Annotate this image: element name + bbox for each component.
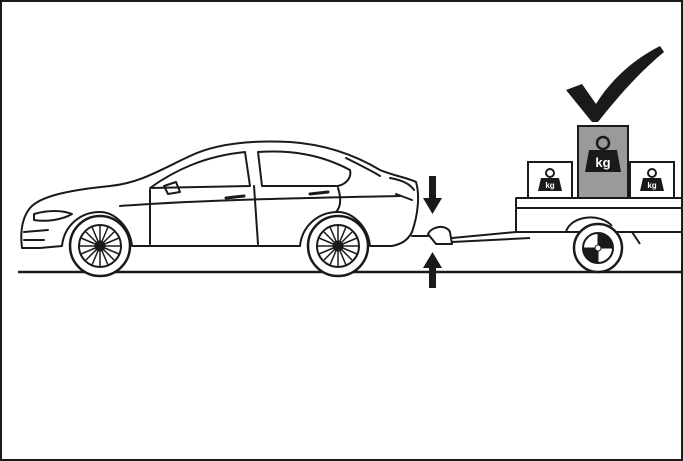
weight-label-right: kg bbox=[647, 181, 656, 190]
wheel-arch bbox=[565, 216, 613, 233]
car-front-wheel bbox=[68, 214, 132, 278]
trailer-rear-stand bbox=[631, 231, 641, 245]
front-grille bbox=[23, 229, 49, 241]
front-door-handle bbox=[224, 194, 246, 200]
rear-window bbox=[257, 150, 352, 187]
weight-icon bbox=[640, 168, 664, 191]
weight-label-left: kg bbox=[545, 181, 554, 190]
rear-windshield bbox=[345, 157, 381, 177]
cargo-box-center bbox=[577, 125, 629, 199]
car-rear-wheel bbox=[306, 214, 370, 278]
weight-icon-large bbox=[585, 135, 621, 172]
up-arrow-icon bbox=[423, 252, 442, 288]
weight-icon bbox=[538, 168, 562, 191]
cargo-box-left bbox=[527, 161, 573, 199]
side-crease bbox=[119, 195, 401, 207]
door-split bbox=[253, 185, 259, 245]
trailer-wheel bbox=[572, 222, 624, 274]
rear-door-handle bbox=[308, 190, 330, 196]
trailer bbox=[427, 197, 683, 245]
cargo-box-right bbox=[629, 161, 675, 199]
car bbox=[20, 140, 443, 249]
side-mirror bbox=[163, 181, 181, 195]
checkmark-icon bbox=[566, 46, 664, 122]
taillight bbox=[395, 193, 413, 201]
trailer-coupling bbox=[427, 226, 453, 245]
trunk-lip bbox=[389, 177, 415, 191]
front-window bbox=[149, 151, 251, 189]
car-body bbox=[20, 140, 420, 249]
trailer-drawbar bbox=[451, 231, 531, 243]
down-arrow-icon bbox=[423, 176, 442, 214]
weight-label-center: kg bbox=[595, 155, 610, 170]
door-rear-edge bbox=[335, 187, 342, 213]
headlight bbox=[33, 210, 73, 222]
